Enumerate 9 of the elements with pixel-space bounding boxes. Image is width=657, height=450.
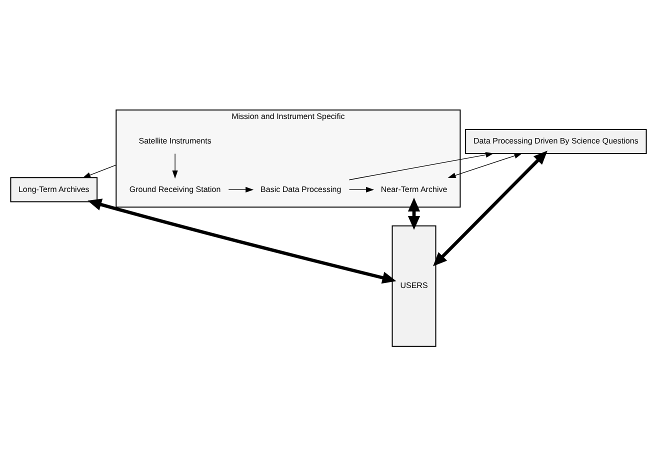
arrow bbox=[348, 186, 374, 192]
arrow bbox=[88, 198, 396, 284]
arrow bbox=[172, 152, 178, 178]
arrow bbox=[228, 186, 254, 192]
arrow bbox=[408, 197, 420, 230]
arrow bbox=[433, 150, 548, 266]
arrow bbox=[82, 164, 116, 178]
arrow bbox=[348, 152, 494, 180]
arrow bbox=[448, 152, 522, 178]
